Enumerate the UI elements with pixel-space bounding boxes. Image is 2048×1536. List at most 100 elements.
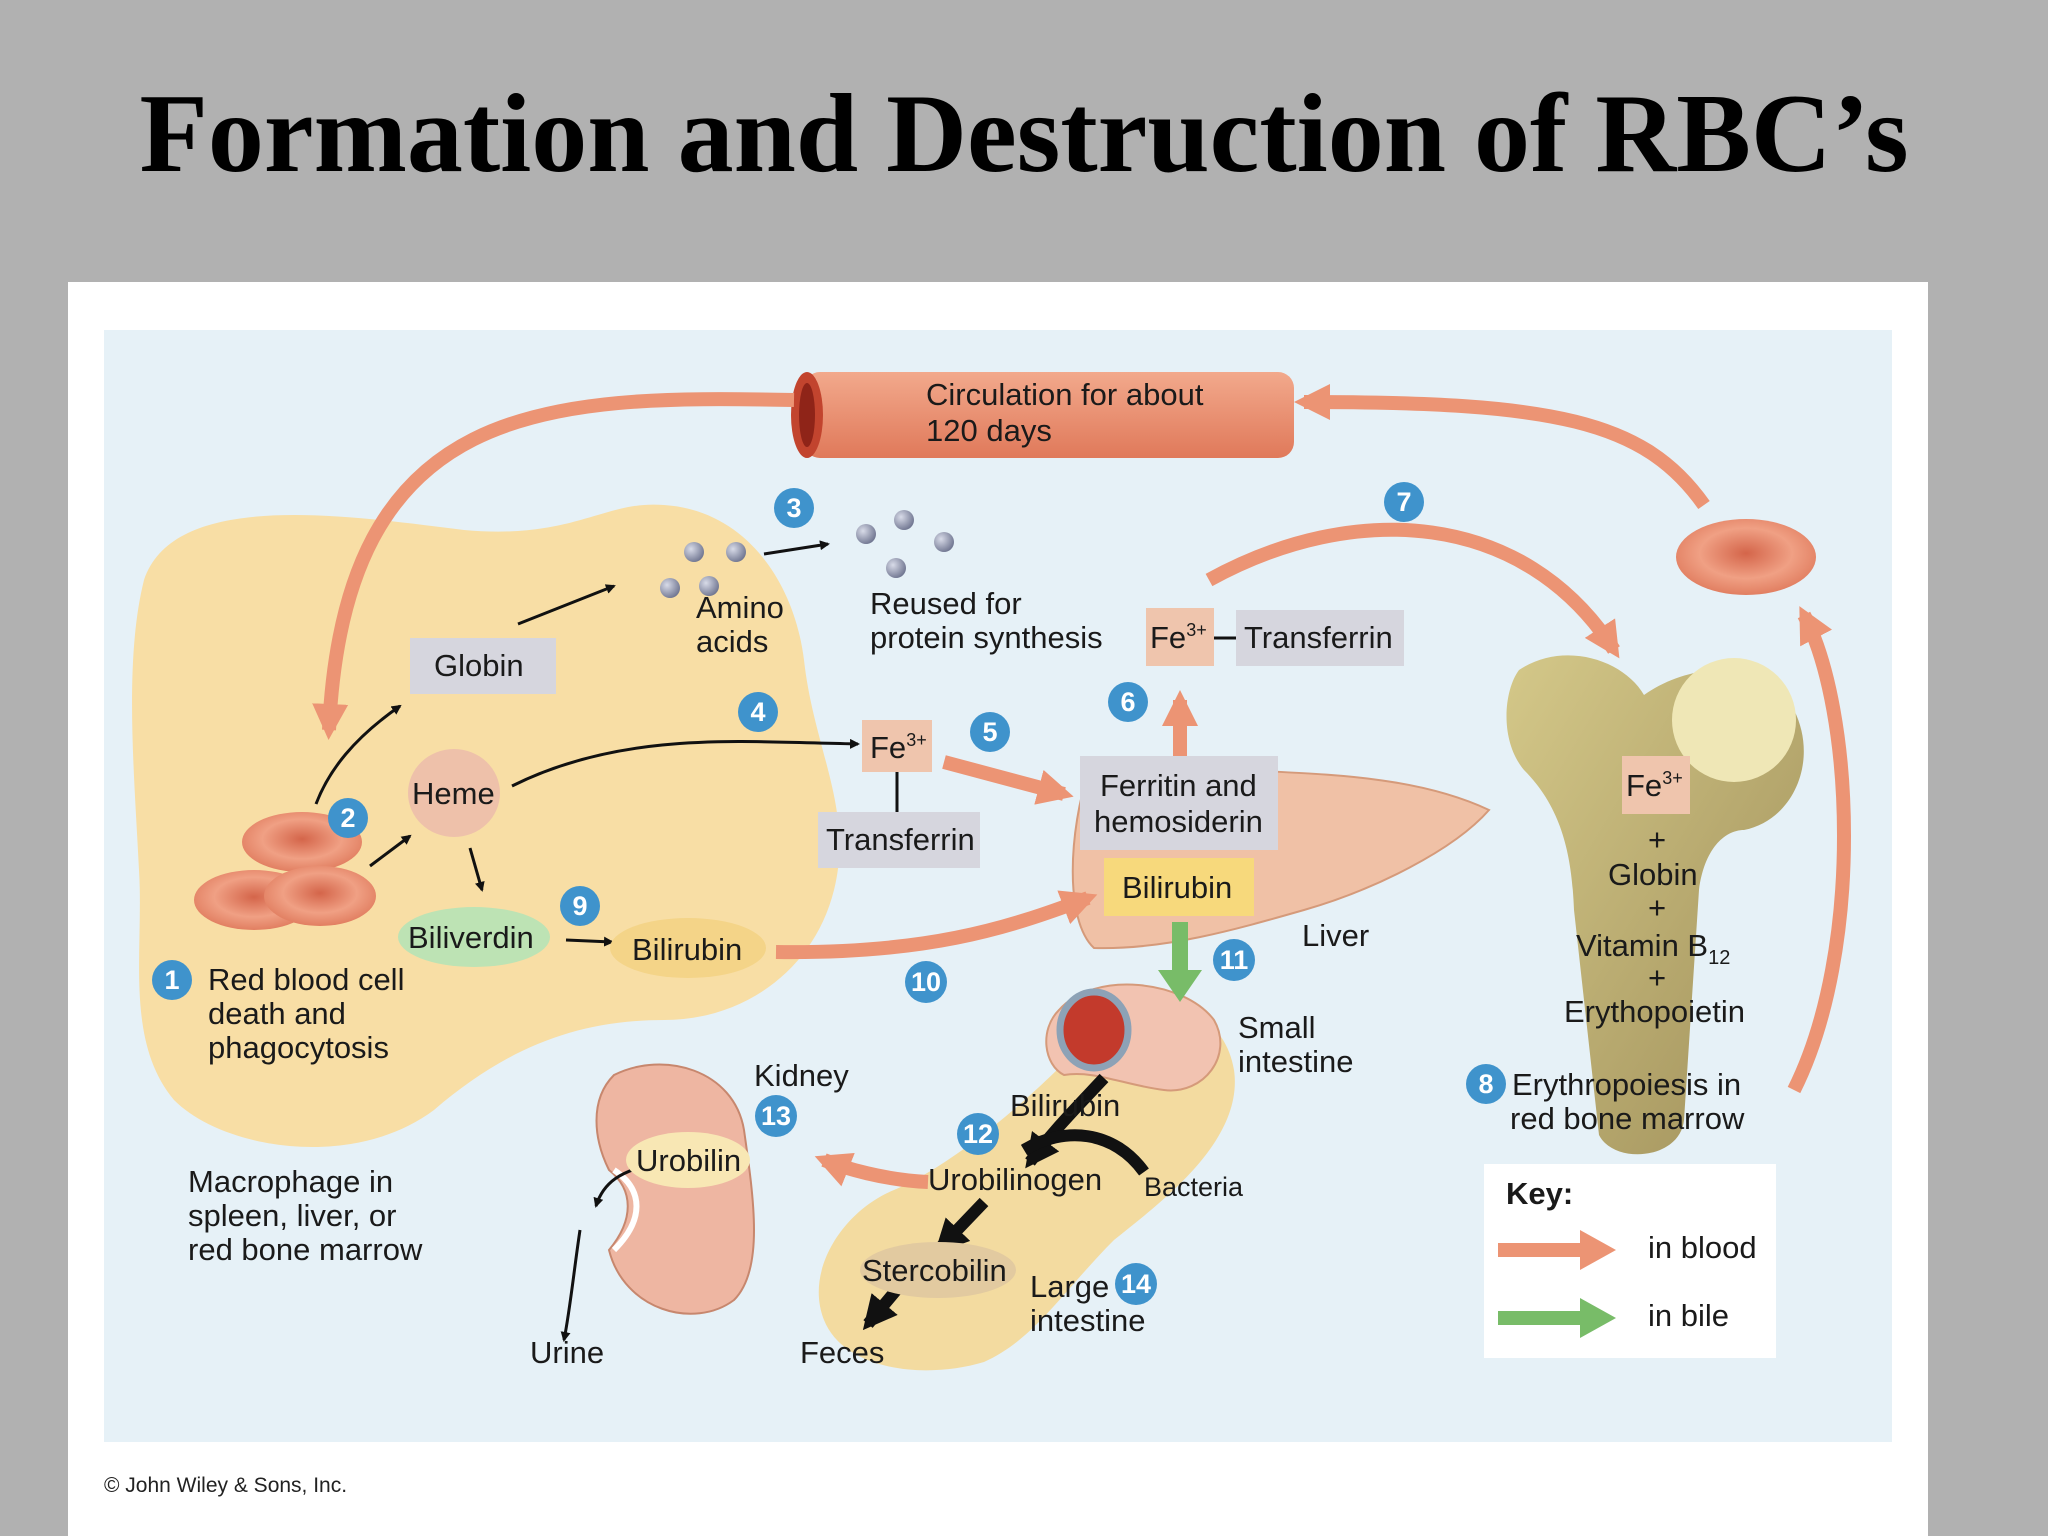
heme-blob	[408, 749, 500, 837]
feces-label: Feces	[800, 1335, 884, 1370]
svg-text:6: 6	[1120, 687, 1135, 717]
step-7-marker: 7	[1384, 482, 1424, 522]
intestine-lumen	[1056, 988, 1132, 1072]
rbc-to-heme-arrow	[369, 834, 412, 868]
svg-text:12: 12	[963, 1119, 993, 1149]
fe-box	[862, 720, 932, 772]
urobilin-blob	[626, 1132, 750, 1188]
svg-text:9: 9	[572, 891, 587, 921]
bilirubin-liver-label: Bilirubin	[1122, 870, 1232, 905]
fe-to-ferritin-arrow	[942, 755, 1074, 805]
step-3-marker: 3	[774, 488, 814, 528]
fe-box-marrow	[1622, 756, 1690, 814]
erythopoietin-label: Erythopoietin	[1564, 994, 1745, 1029]
return-to-macrophage-arrow	[312, 392, 795, 740]
marrow-plus-1: +	[1648, 822, 1666, 857]
step-12-marker: 12	[957, 1113, 999, 1155]
bilirubin-to-urobilinogen-arrow	[1025, 1073, 1109, 1169]
svg-text:2: 2	[340, 803, 355, 833]
copyright-notice: © John Wiley & Sons, Inc.	[104, 1474, 348, 1497]
svg-text:7: 7	[1396, 487, 1411, 517]
svg-text:14: 14	[1121, 1269, 1151, 1299]
slide-title: Formation and Destruction of RBC’s	[139, 72, 1909, 196]
biliverdin-label: Biliverdin	[408, 920, 534, 955]
circulation-vessel	[791, 372, 1294, 458]
amino-acid-dots	[660, 510, 954, 598]
kidney-label: Kidney	[754, 1058, 849, 1093]
step-5-marker: 5	[970, 712, 1010, 752]
legend-blood-label: in blood	[1648, 1230, 1757, 1265]
step-14-marker: 14	[1115, 1263, 1157, 1305]
svg-text:11: 11	[1220, 945, 1249, 975]
heme-to-fe-arrow	[511, 738, 860, 788]
fe-label-upper: Fe3+	[1150, 620, 1207, 655]
kidney	[595, 1063, 755, 1315]
marrow-plus-3: +	[1648, 960, 1666, 995]
amino-to-reused-arrow	[763, 540, 830, 556]
urobilin-label: Urobilin	[636, 1143, 741, 1178]
urobilinogen-to-stercobilin-arrow	[934, 1197, 989, 1254]
bilirubin-label: Bilirubin	[632, 932, 742, 967]
bacteria-label: Bacteria	[1144, 1172, 1244, 1202]
svg-text:3: 3	[786, 493, 801, 523]
marrow-globin-label: Globin	[1608, 857, 1698, 892]
urobilinogen-label: Urobilinogen	[928, 1162, 1102, 1197]
new-rbc	[1676, 519, 1816, 595]
svg-text:13: 13	[761, 1101, 791, 1131]
globin-box	[410, 638, 556, 694]
step-9-marker: 9	[560, 886, 600, 926]
legend-bile-label: in bile	[1648, 1298, 1729, 1333]
step-8-marker: 8	[1466, 1064, 1506, 1104]
liver-label: Liver	[1302, 918, 1369, 953]
macrophage-cell	[132, 504, 840, 1148]
svg-text:10: 10	[911, 967, 941, 997]
step-10-marker: 10	[905, 961, 947, 1003]
bilirubin-blob	[610, 918, 766, 978]
step-13-marker: 13	[755, 1095, 797, 1137]
svg-text:5: 5	[982, 717, 997, 747]
urine-label: Urine	[530, 1335, 604, 1370]
fe-label-marrow: Fe3+	[1626, 768, 1683, 803]
bilirubin-liver-box	[1104, 858, 1254, 916]
femur-bone	[1506, 655, 1804, 1155]
svg-text:8: 8	[1478, 1069, 1493, 1099]
bilirubin-to-liver-arrow	[775, 890, 1098, 960]
transferrin-box-upper	[1236, 610, 1404, 666]
fe-label: Fe3+	[870, 730, 927, 765]
transferrin-label-upper: Transferrin	[1244, 620, 1393, 655]
legend: Key: in blood in bile	[1484, 1164, 1776, 1358]
stercobilin-blob	[860, 1242, 1016, 1298]
transferrin-box-lower	[818, 812, 980, 868]
svg-text:1: 1	[164, 965, 179, 995]
transferrin-to-marrow-arrow	[1205, 522, 1620, 659]
rbc-enter-circulation-arrow	[1294, 384, 1710, 510]
urine-arrow	[560, 1229, 582, 1342]
step-11-marker: 11	[1213, 939, 1255, 981]
stercobilin-label: Stercobilin	[862, 1253, 1007, 1288]
stercobilin-to-feces-arrow	[862, 1284, 903, 1331]
svg-text:4: 4	[750, 697, 765, 727]
globin-label: Globin	[434, 648, 524, 683]
biliverdin-blob	[398, 907, 550, 967]
step-1-marker: 1	[152, 960, 192, 1000]
globin-to-amino-arrow	[517, 584, 616, 626]
step-2-marker: 2	[328, 798, 368, 838]
step-4-marker: 4	[738, 692, 778, 732]
vitamin-b12-label: Vitamin B12	[1576, 928, 1730, 969]
bacteria-action-arrow	[1020, 1129, 1149, 1176]
marrow-to-rbc-arrow	[1787, 606, 1851, 1094]
marrow-plus-2: +	[1648, 890, 1666, 925]
urobilinogen-to-kidney-arrow	[814, 1152, 929, 1189]
heme-label: Heme	[412, 776, 495, 811]
intestine-bilirubin-label: Bilirubin	[1010, 1088, 1120, 1123]
heme-to-biliverdin-arrow	[468, 847, 485, 892]
